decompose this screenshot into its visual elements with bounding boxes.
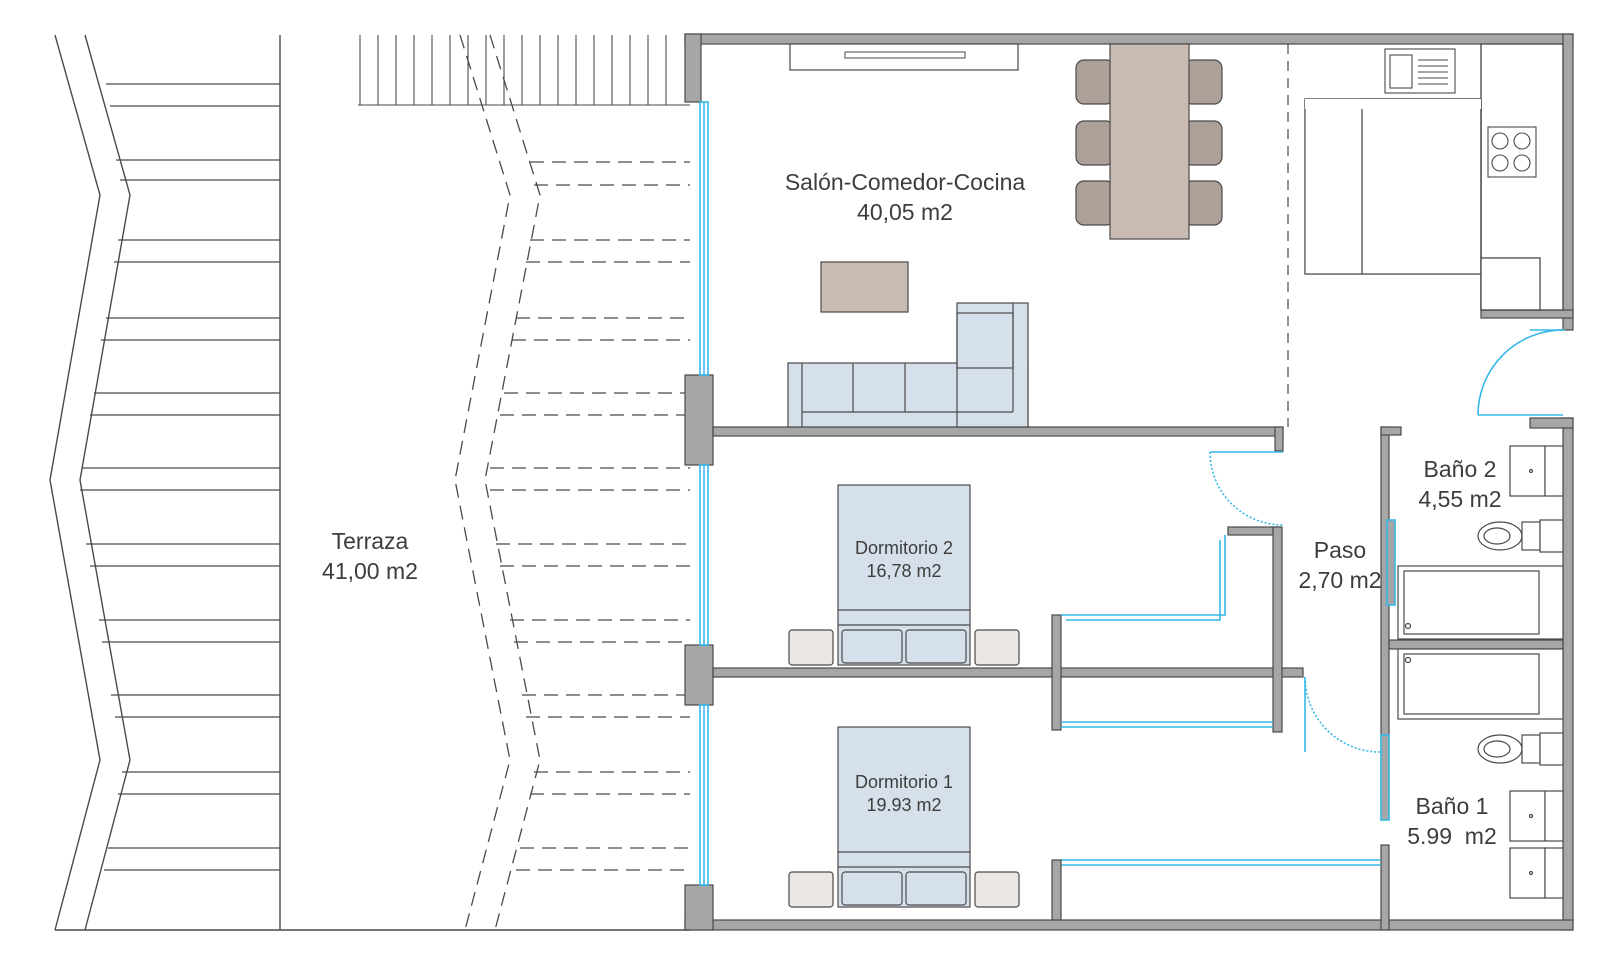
bathroom-sliding-doors bbox=[1380, 519, 1396, 821]
bathtub-bano-1 bbox=[1397, 648, 1564, 720]
tv bbox=[844, 51, 966, 59]
room-area: 4,55 m2 bbox=[1418, 485, 1502, 512]
room-label-terraza: Terraza 41,00 m2 bbox=[300, 527, 440, 587]
nightstand bbox=[788, 629, 834, 666]
room-area: 19.93 m2 bbox=[866, 795, 942, 816]
room-name: Paso bbox=[1313, 537, 1367, 563]
cooktop-icon bbox=[1487, 126, 1537, 178]
railing-balusters bbox=[358, 35, 690, 106]
doors bbox=[1209, 329, 1565, 753]
room-name: Terraza bbox=[331, 528, 409, 554]
bathtub-bano-2 bbox=[1397, 565, 1564, 640]
facade-windows bbox=[699, 101, 709, 886]
room-label-bano-2: Baño 2 4,55 m2 bbox=[1405, 455, 1515, 515]
room-area: 5.99 m2 bbox=[1407, 822, 1497, 849]
terrace-railing bbox=[49, 34, 281, 931]
nightstand bbox=[788, 871, 834, 908]
sink-icon bbox=[1509, 445, 1564, 497]
room-area: 40,05 m2 bbox=[857, 198, 953, 225]
bed-dormitorio-2 bbox=[837, 484, 971, 666]
sink-icon bbox=[1509, 790, 1564, 899]
toilet-icon bbox=[1477, 519, 1564, 553]
terrace-deck-lines bbox=[80, 83, 280, 871]
room-name: Baño 2 bbox=[1423, 456, 1497, 482]
exterior-walls bbox=[684, 33, 1574, 931]
room-name: Dormitorio 2 bbox=[854, 538, 954, 558]
pergola-dashed-slats bbox=[490, 161, 690, 871]
room-label-bano-1: Baño 1 5.99 m2 bbox=[1393, 792, 1511, 852]
kitchen-counter bbox=[1304, 43, 1564, 311]
room-label-dormitorio-1: Dormitorio 1 19.93 m2 bbox=[838, 771, 970, 818]
wardrobe-dormitorio-1 bbox=[1051, 859, 1381, 921]
nightstand bbox=[974, 871, 1020, 908]
pergola-dashed-outline bbox=[454, 34, 541, 931]
room-area: 41,00 m2 bbox=[322, 557, 418, 584]
room-label-dormitorio-2: Dormitorio 2 16,78 m2 bbox=[838, 537, 970, 584]
room-name: Baño 1 bbox=[1415, 793, 1489, 819]
kitchen-sink-icon bbox=[1384, 48, 1456, 94]
wardrobe-closet-1 bbox=[1061, 721, 1273, 728]
dining-chairs bbox=[1075, 59, 1223, 226]
room-area: 2,70 m2 bbox=[1298, 566, 1382, 593]
room-area: 16,78 m2 bbox=[866, 561, 942, 582]
kitchen-counter-top bbox=[1305, 99, 1481, 109]
wardrobe-dormitorio-2 bbox=[1061, 535, 1226, 621]
nightstand bbox=[974, 629, 1020, 666]
dining-table bbox=[1109, 43, 1190, 240]
toilet-icon bbox=[1477, 732, 1564, 766]
room-label-salon: Salón-Comedor-Cocina 40,05 m2 bbox=[760, 168, 1050, 228]
sofa bbox=[787, 302, 1029, 428]
bed-dormitorio-1 bbox=[837, 726, 971, 908]
room-label-paso: Paso 2,70 m2 bbox=[1290, 536, 1390, 596]
room-name: Salón-Comedor-Cocina bbox=[784, 169, 1026, 195]
coffee-table bbox=[820, 261, 909, 313]
interior-walls bbox=[712, 309, 1574, 931]
room-name: Dormitorio 1 bbox=[854, 772, 954, 792]
